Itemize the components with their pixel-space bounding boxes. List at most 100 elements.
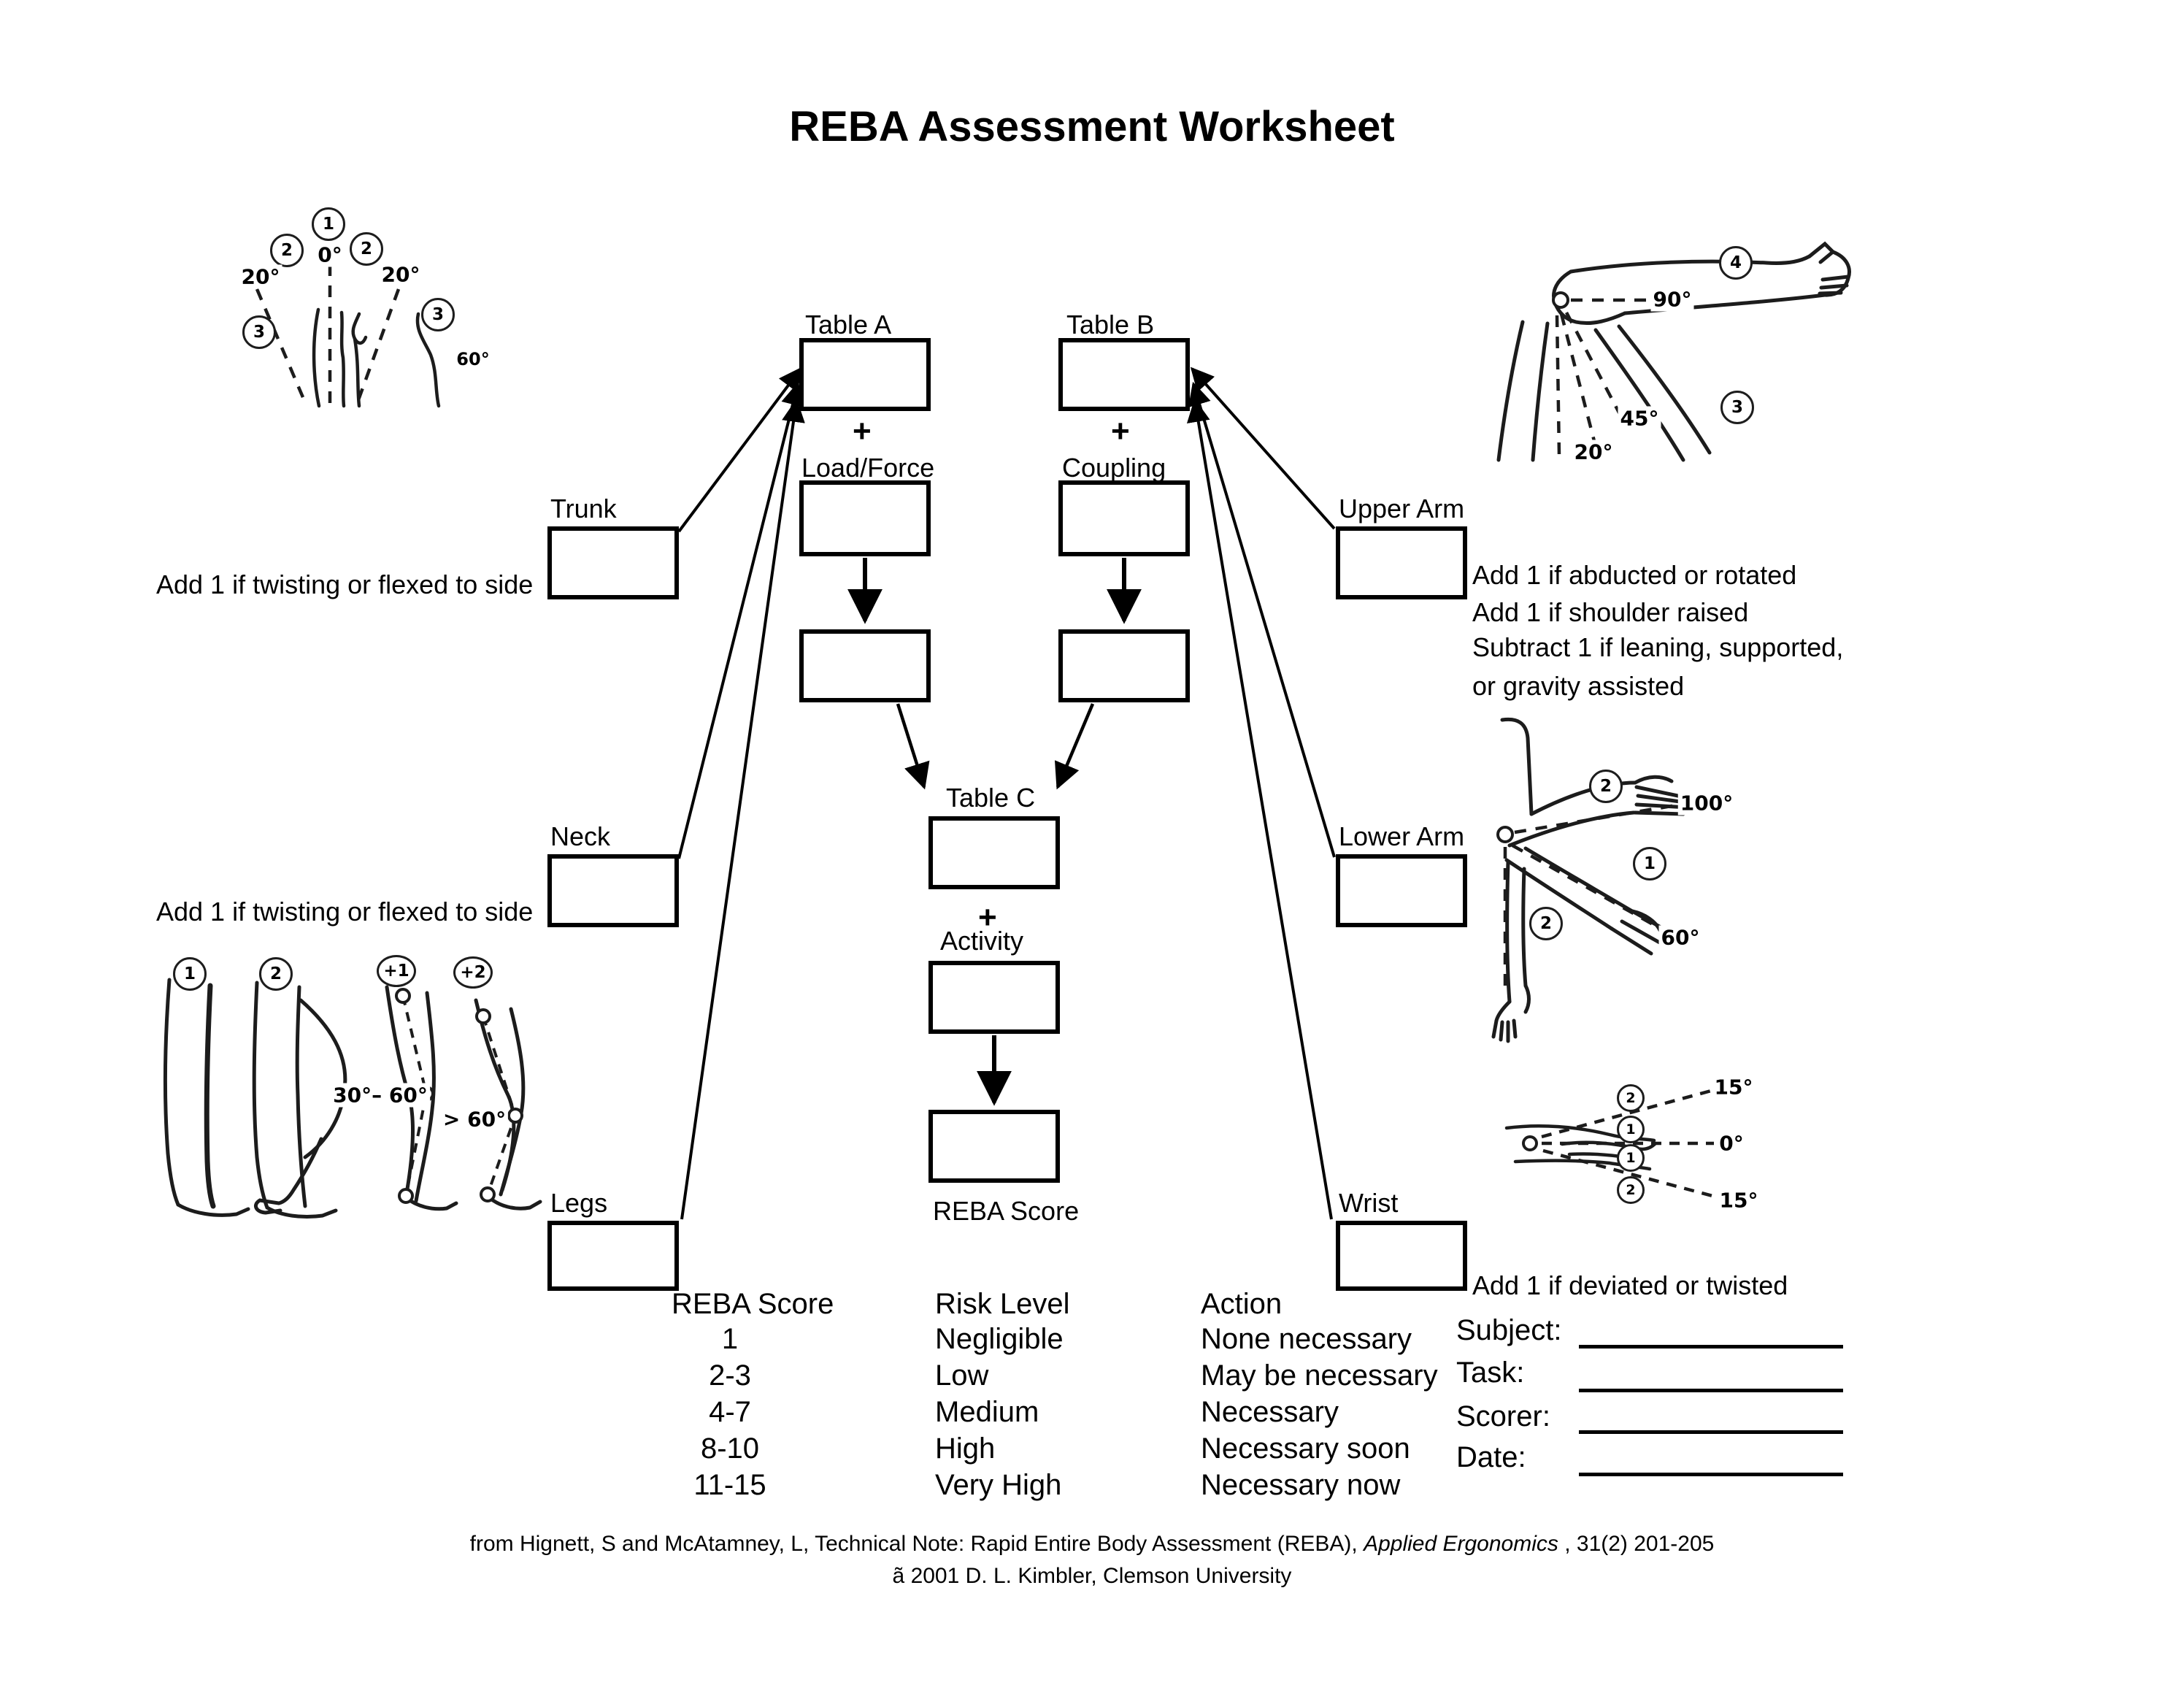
scorer-field-line[interactable] — [1579, 1430, 1843, 1434]
table-b-score-box[interactable] — [1058, 338, 1190, 411]
table-row-score: 2-3 — [709, 1359, 751, 1392]
wrist-note: Add 1 if deviated or twisted — [1472, 1270, 1788, 1300]
legs-angle-30-60: 30°– 60° — [331, 1083, 430, 1108]
legs-diagram-circle-plus1: +1 — [377, 955, 416, 987]
table-row-action: Necessary soon — [1201, 1432, 1410, 1465]
trunk-label: Trunk — [550, 494, 617, 523]
date-field-label: Date: — [1456, 1441, 1526, 1473]
load-force-label: Load/Force — [801, 453, 935, 483]
coupling-label: Coupling — [1062, 453, 1166, 483]
table-row-action: Necessary — [1201, 1396, 1339, 1428]
subject-field-label: Subject: — [1456, 1314, 1562, 1346]
lower-arm-angle-60: 60° — [1658, 925, 1702, 950]
trunk-diagram-circle-2-right: 2 — [350, 232, 383, 266]
lower-arm-score-box[interactable] — [1336, 854, 1467, 927]
upper-arm-score-box[interactable] — [1336, 526, 1467, 599]
trunk-note: Add 1 if twisting or flexed to side — [156, 569, 534, 599]
lower-arm-diagram-circle-1: 1 — [1633, 847, 1666, 881]
task-field-line[interactable] — [1579, 1389, 1843, 1392]
table-a-score-box[interactable] — [799, 338, 931, 411]
plus-sign-a: + — [853, 413, 872, 449]
task-field-label: Task: — [1456, 1357, 1525, 1389]
legs-score-box[interactable] — [547, 1221, 679, 1291]
trunk-angle-0: 0° — [315, 242, 345, 267]
arrows-to-table-b — [1186, 367, 1336, 1220]
upper-arm-note-1: Add 1 if abducted or rotated — [1472, 560, 1797, 590]
trunk-angle-60-partial: 60° — [454, 349, 492, 369]
trunk-diagram-circle-3-left: 3 — [242, 315, 276, 349]
table-row-score: 1 — [721, 1323, 739, 1355]
upper-arm-angle-90: 90° — [1650, 287, 1694, 312]
trunk-score-box[interactable] — [547, 526, 679, 599]
trunk-diagram-circle-2-left: 2 — [270, 234, 304, 267]
activity-label: Activity — [940, 926, 1024, 956]
wrist-angle-15-down: 15° — [1717, 1188, 1761, 1213]
table-row-risk: Negligible — [935, 1323, 1064, 1355]
table-row-risk: Medium — [935, 1396, 1039, 1428]
scorer-field-label: Scorer: — [1456, 1400, 1550, 1432]
table-row-risk: Very High — [935, 1469, 1062, 1501]
risk-table-header-action: Action — [1201, 1288, 1283, 1320]
risk-table-header-risk: Risk Level — [935, 1288, 1070, 1320]
wrist-angle-0: 0° — [1717, 1131, 1746, 1156]
table-c-score-box[interactable] — [928, 816, 1060, 889]
table-row-risk: High — [935, 1432, 996, 1465]
table-a-label: Table A — [805, 310, 892, 339]
flow-down-arrows — [847, 558, 1142, 1106]
page-title: REBA Assessment Worksheet — [789, 103, 1395, 150]
wrist-diagram-circle-1-bottom: 1 — [1617, 1144, 1645, 1172]
upper-arm-note-2: Add 1 if shoulder raised — [1472, 597, 1749, 627]
load-force-score-box[interactable] — [799, 480, 931, 556]
plus-sign-c: + — [978, 899, 997, 935]
upper-arm-note-4: or gravity assisted — [1472, 671, 1685, 701]
subject-field-line[interactable] — [1579, 1345, 1843, 1349]
neck-note: Add 1 if twisting or flexed to side — [156, 897, 534, 927]
citation-line-1: from Hignett, S and McAtamney, L, Techni… — [0, 1532, 2184, 1557]
arrows-to-table-c — [896, 703, 1095, 790]
wrist-diagram-sketch — [1504, 1089, 1714, 1198]
table-row-action: Necessary now — [1201, 1469, 1401, 1501]
risk-table-header-score: REBA Score — [672, 1288, 834, 1320]
upper-arm-label: Upper Arm — [1339, 494, 1465, 523]
neck-score-box[interactable] — [547, 854, 679, 927]
coupling-score-box[interactable] — [1058, 480, 1190, 556]
table-row-action: May be necessary — [1201, 1359, 1438, 1392]
wrist-score-box[interactable] — [1336, 1221, 1467, 1291]
wrist-diagram-circle-2-bottom: 2 — [1617, 1176, 1645, 1204]
legs-angle-gt60: > 60° — [440, 1107, 509, 1132]
score-b-total-box[interactable] — [1058, 629, 1190, 702]
lower-arm-angle-100: 100° — [1677, 791, 1736, 816]
plus-sign-b: + — [1111, 413, 1130, 449]
legs-diagram-circle-2: 2 — [259, 957, 293, 991]
score-a-total-box[interactable] — [799, 629, 931, 702]
citation-journal: Applied Ergonomics — [1364, 1532, 1558, 1556]
table-row-score: 4-7 — [709, 1396, 751, 1428]
neck-label: Neck — [550, 821, 611, 851]
citation-prefix: from Hignett, S and McAtamney, L, Techni… — [469, 1532, 1364, 1556]
legs-diagram-sketch — [163, 978, 542, 1219]
upper-arm-angle-20: 20° — [1572, 440, 1615, 464]
activity-score-box[interactable] — [928, 961, 1060, 1034]
arrows-to-table-a — [677, 367, 805, 1220]
trunk-angle-20-left: 20° — [239, 264, 282, 289]
upper-arm-angle-45: 45° — [1618, 406, 1661, 431]
date-field-line[interactable] — [1579, 1473, 1843, 1476]
legs-diagram-circle-plus2: +2 — [453, 956, 493, 989]
wrist-angle-15-up: 15° — [1712, 1075, 1756, 1100]
wrist-label: Wrist — [1339, 1188, 1399, 1218]
upper-arm-diagram-circle-4: 4 — [1719, 246, 1753, 280]
citation-suffix: , 31(2) 201-205 — [1558, 1532, 1715, 1556]
legs-diagram-circle-1: 1 — [173, 957, 207, 991]
citation-line-2: ã 2001 D. L. Kimbler, Clemson University — [892, 1564, 1292, 1588]
lower-arm-label: Lower Arm — [1339, 821, 1465, 851]
table-row-action: None necessary — [1201, 1323, 1412, 1355]
upper-arm-diagram-circle-3: 3 — [1720, 391, 1754, 424]
lower-arm-diagram-circle-2-top: 2 — [1589, 770, 1623, 803]
wrist-diagram-circle-1-top: 1 — [1617, 1116, 1645, 1143]
reba-score-box[interactable] — [928, 1110, 1060, 1183]
reba-score-label: REBA Score — [933, 1196, 1080, 1226]
table-c-label: Table C — [946, 783, 1036, 813]
legs-label: Legs — [550, 1188, 608, 1218]
